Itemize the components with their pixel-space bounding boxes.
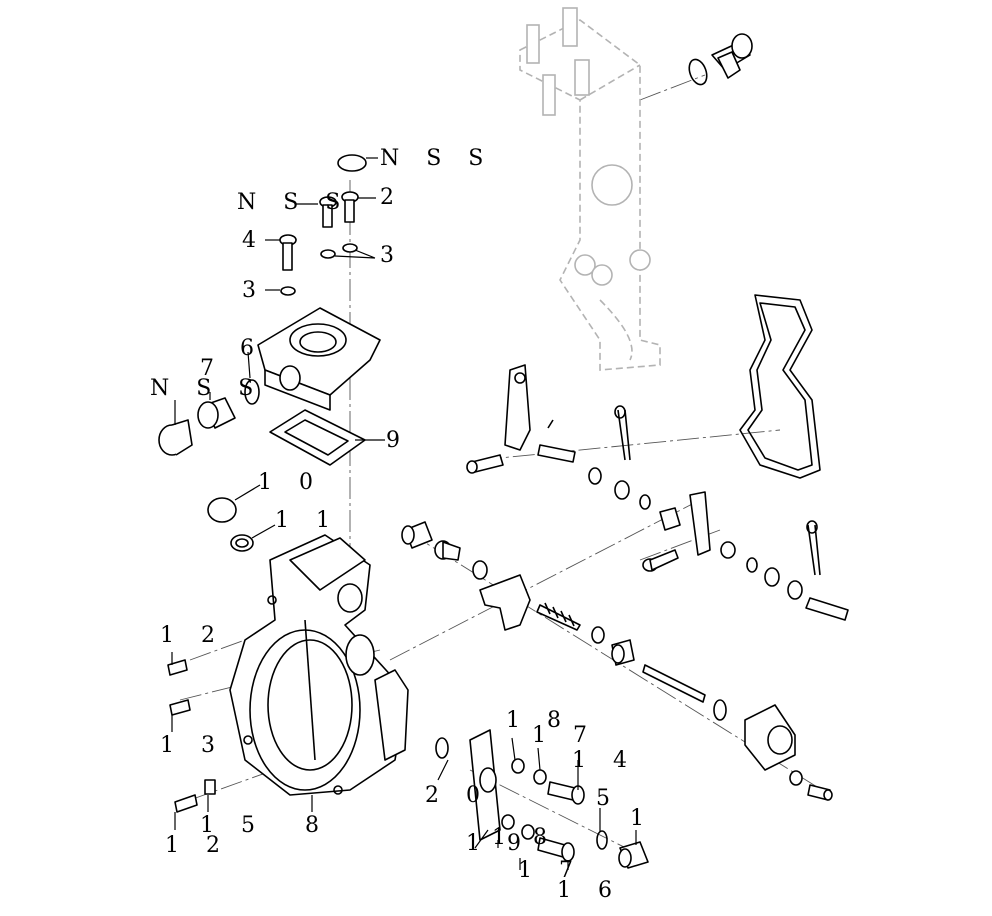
callout-13: 1 3: [160, 733, 225, 758]
part-lever-upper: [466, 364, 651, 510]
callout-nss-cap: N S S: [380, 146, 494, 171]
callout-18-lower: 1 8: [492, 825, 557, 850]
callout-10: 1 0: [258, 470, 323, 495]
part-lever-right: [642, 491, 849, 621]
part-cover-plate: [435, 729, 649, 870]
callout-1: 1: [630, 806, 654, 831]
part-plug: [158, 392, 236, 456]
part-top-bolt-assembly: [688, 33, 753, 86]
part-top-bolts: [265, 191, 376, 296]
callout-6: 6: [240, 336, 264, 361]
part-cap: [337, 154, 378, 172]
callout-19: 1 9: [466, 831, 531, 856]
callout-17-upper: 1 7: [532, 723, 597, 748]
part-flange-body: [244, 307, 381, 411]
part-left-screws: [167, 652, 216, 830]
callout-16: 1 6: [557, 878, 622, 903]
part-ring-11: [230, 524, 276, 552]
callout-12-upper: 1 2: [160, 623, 225, 648]
callout-5: 5: [596, 786, 620, 811]
callout-3-right: 3: [380, 243, 404, 268]
part-middle-shaft: [401, 521, 727, 721]
callout-11: 1 1: [275, 508, 340, 533]
part-seal-10: [207, 484, 261, 523]
callout-14: 1 4: [572, 748, 637, 773]
callout-8: 8: [305, 813, 329, 838]
callout-18-upper: 1 8: [506, 708, 571, 733]
part-cover-gasket: [739, 294, 821, 479]
callout-12-lower: 1 2: [165, 833, 230, 858]
callout-4: 4: [242, 228, 266, 253]
callout-7: 7: [200, 356, 224, 381]
callout-9: 9: [386, 428, 410, 453]
callout-2-top: 2: [380, 185, 404, 210]
callout-nss-plug: N S S: [150, 376, 264, 401]
callout-20: 2 0: [425, 783, 490, 808]
callout-nss-bolt: N S S: [237, 190, 351, 215]
callout-15: 1 5: [200, 813, 265, 838]
part-actuator: [744, 704, 833, 801]
part-governor-housing: [229, 534, 409, 812]
part-gasket-9: [269, 409, 385, 466]
ghost-pump-housing: [519, 7, 661, 371]
callout-17-lower: 1 7: [518, 858, 583, 883]
callout-3-left: 3: [242, 278, 266, 303]
